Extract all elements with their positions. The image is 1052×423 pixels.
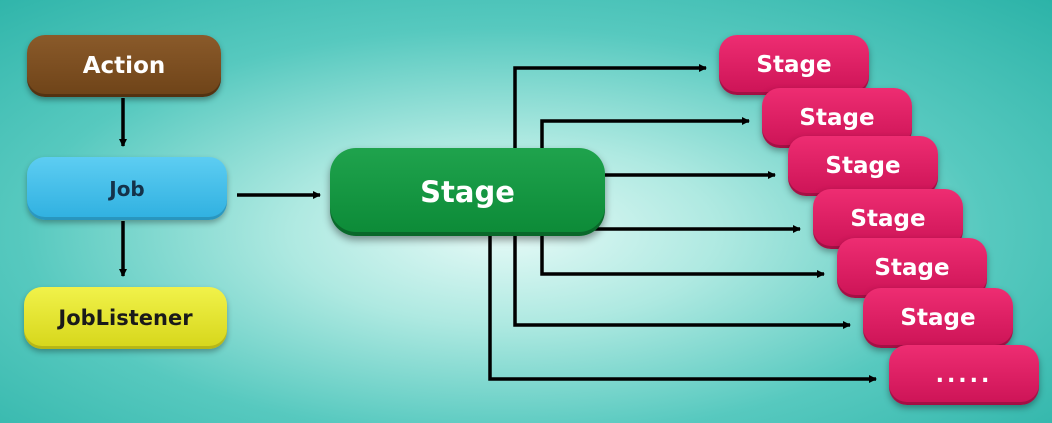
job-label: Job (109, 176, 145, 201)
sub-stage-label: Stage (874, 255, 950, 281)
action-label: Action (82, 53, 166, 79)
main-stage-label: Stage (420, 175, 515, 209)
job-listener-node: JobListener (24, 287, 227, 349)
main-stage-node: Stage (330, 148, 605, 236)
sub-stage-node: Stage (788, 136, 938, 196)
sub-stage-label: Stage (799, 105, 875, 131)
job-node: Job (27, 157, 227, 220)
arrow-to-stage-5 (540, 236, 825, 278)
arrow-to-stage-1 (513, 64, 707, 150)
action-node: Action (27, 35, 221, 97)
job-listener-label: JobListener (58, 306, 193, 330)
arrow-to-stage-6 (513, 236, 851, 329)
sub-stage-node: Stage (719, 35, 869, 95)
sub-stage-label: Stage (825, 153, 901, 179)
sub-stage-label: Stage (756, 52, 832, 78)
sub-stage-node: Stage (863, 288, 1013, 348)
sub-stage-label: Stage (900, 305, 976, 331)
sub-stage-label: Stage (850, 206, 926, 232)
more-stages-label: ..... (935, 362, 993, 388)
arrow-to-stage-2 (540, 117, 750, 150)
arrow-to-stage-more (488, 236, 877, 383)
more-stages-node: ..... (889, 345, 1039, 405)
